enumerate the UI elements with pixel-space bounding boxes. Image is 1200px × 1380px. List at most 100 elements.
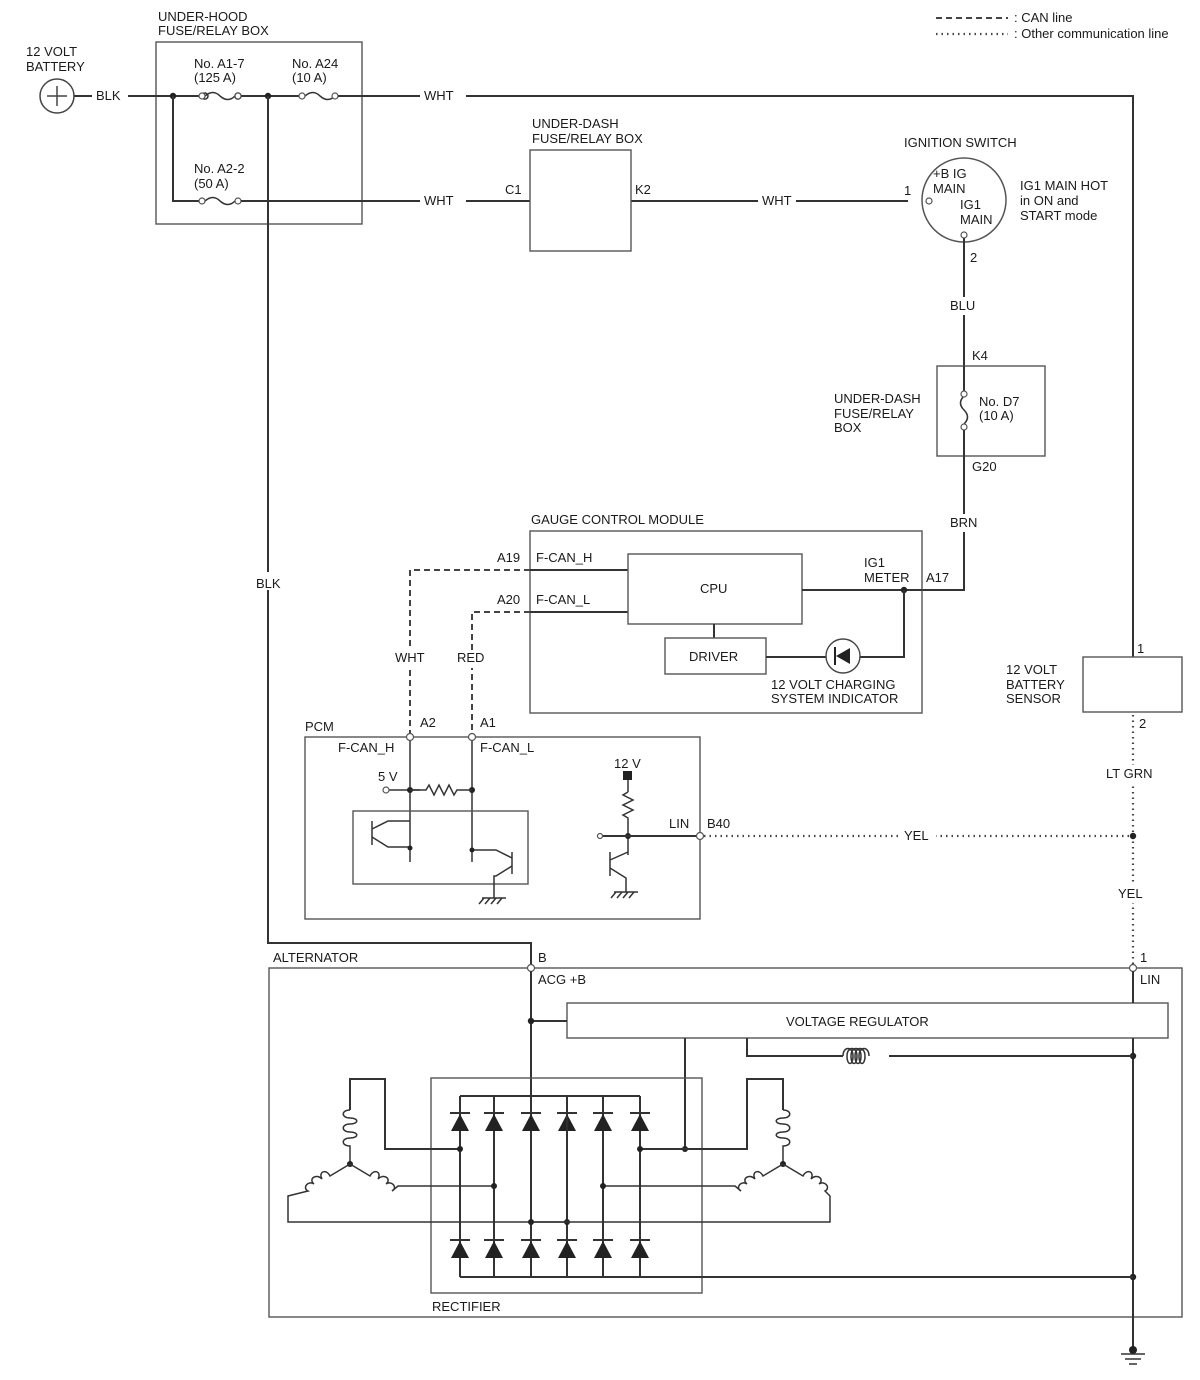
battery-sensor-pin-2: 2 xyxy=(1139,716,1146,731)
underhood-title-2: FUSE/RELAY BOX xyxy=(158,23,269,38)
ignition-term-1 xyxy=(925,197,933,205)
underdash-fuse-relay-box-1: WHT UNDER-DASH FUSE/RELAY BOX C1 K2 WHT xyxy=(424,116,908,252)
gauge-box-outline xyxy=(529,530,923,714)
pcm-12v: 12 V xyxy=(614,756,641,771)
ignition-pin-2: 2 xyxy=(970,250,977,265)
fuse-a2-2-label-2: (50 A) xyxy=(194,176,229,191)
battery-sensor-label-2: BATTERY xyxy=(1006,677,1065,692)
wire-brn xyxy=(922,456,965,591)
underhood-title-1: UNDER-HOOD xyxy=(158,9,248,24)
wire-blk-to-alternator xyxy=(267,96,532,967)
fuse-d7-label-2: (10 A) xyxy=(979,408,1014,423)
fuse-a24-term-right xyxy=(331,92,339,100)
fuse-a24-label-2: (10 A) xyxy=(292,70,327,85)
pcm-term-a2 xyxy=(405,732,415,742)
battery-sensor-label-3: SENSOR xyxy=(1006,691,1061,706)
alternator-box-outline xyxy=(268,967,1183,1318)
underdash-fuse-relay-box-2: K4 G20 UNDER-DASH FUSE/RELAY BOX No. D7 … xyxy=(834,348,1046,474)
pcm-transistor-2-collector xyxy=(472,849,513,859)
ignition-pos-1a: +B IG xyxy=(933,166,967,181)
gauge-fcan-h: F-CAN_H xyxy=(536,550,592,565)
can-line-low xyxy=(471,611,530,735)
cpu-label: CPU xyxy=(700,581,727,596)
pcm-transistor-2-emitter xyxy=(493,865,513,898)
fuse-a24-term-left xyxy=(298,92,306,100)
wire-label-ltgrn-bg xyxy=(1104,765,1160,783)
underdash-2-box-outline xyxy=(936,365,1046,457)
battery-sensor-pin-1: 1 xyxy=(1137,641,1144,656)
fuse-a2-2-symbol xyxy=(204,196,236,206)
alternator-title: ALTERNATOR xyxy=(273,950,358,965)
gauge-pin-a20: A20 xyxy=(497,592,520,607)
wire-label-wht-b-bg xyxy=(758,192,796,210)
pcm-transistor-2-node xyxy=(469,847,475,853)
ignition-pin-1: 1 xyxy=(904,183,911,198)
fuse-a2-2-term-left xyxy=(198,197,206,205)
chassis-ground-icon xyxy=(1121,1353,1145,1365)
alternator-term-b xyxy=(526,963,536,973)
stator-winding-left xyxy=(287,1078,570,1225)
underdash-2-title-3: BOX xyxy=(834,420,862,435)
underdash-1-pin-c1: C1 xyxy=(505,182,522,197)
ignition-switch: IGNITION SWITCH +B IG MAIN IG1 MAIN 1 2 … xyxy=(904,135,1108,265)
fuse-a2-2-label-1: No. A2-2 xyxy=(194,161,245,176)
wire-label-red: RED xyxy=(457,650,484,665)
lin-junction xyxy=(1129,832,1137,840)
pcm-can-transceiver xyxy=(352,810,529,885)
fuse-d7-term-bottom xyxy=(960,423,968,431)
wire-wht-to-battery-sensor xyxy=(466,95,1134,657)
pcm-transistor-1-node xyxy=(407,845,413,851)
wire-label-red-bg xyxy=(455,650,491,668)
ignition-pos-1b: MAIN xyxy=(933,181,966,196)
wire-label-blu-bg xyxy=(946,297,982,315)
stator-winding-right xyxy=(528,1078,831,1225)
legend: : CAN line : Other communication line xyxy=(936,10,1169,41)
gauge-title: GAUGE CONTROL MODULE xyxy=(531,512,704,527)
pcm-fcan-l: F-CAN_L xyxy=(480,740,534,755)
fuse-d7-label-1: No. D7 xyxy=(979,394,1019,409)
pcm-lin-pullup-resistor xyxy=(621,791,635,855)
wire-label-wht-b: WHT xyxy=(762,193,792,208)
pcm-title: PCM xyxy=(305,719,334,734)
ignition-pos-2a: IG1 xyxy=(960,197,981,212)
ignition-title: IGNITION SWITCH xyxy=(904,135,1017,150)
pcm-term-a1 xyxy=(467,732,477,742)
wire-label-brn-bg xyxy=(947,514,983,532)
fuse-d7-term-top xyxy=(960,390,968,398)
pcm-5v-term xyxy=(382,786,390,794)
wire-label-blk-battery: BLK xyxy=(96,88,121,103)
wire-a2-2-branch xyxy=(172,96,202,202)
battery-sensor-label-1: 12 VOLT xyxy=(1006,662,1057,677)
wire-label-wht-can: WHT xyxy=(395,650,425,665)
wire-label-wht-top: WHT xyxy=(424,88,454,103)
gauge-pin-a17: A17 xyxy=(926,570,949,585)
alternator-lin-label: LIN xyxy=(1140,972,1160,987)
gauge-ig1-2: METER xyxy=(864,570,910,585)
fuse-a24-symbol xyxy=(304,91,336,101)
wire-label-blk-bg xyxy=(250,572,286,590)
driver-label: DRIVER xyxy=(689,649,738,664)
indicator-feed-wire xyxy=(860,590,905,658)
alternator-acg-label: ACG +B xyxy=(538,972,586,987)
wire-label-blk-vertical: BLK xyxy=(256,576,281,591)
regulator-b-junction xyxy=(527,1017,535,1025)
gauge-ig1-1: IG1 xyxy=(864,555,885,570)
gauge-pin-a19: A19 xyxy=(497,550,520,565)
pcm-lin-ground-icon xyxy=(610,891,638,899)
underdash-1-title-1: UNDER-DASH xyxy=(532,116,619,131)
underdash-1-pin-k2: K2 xyxy=(635,182,651,197)
pcm-fcan-h: F-CAN_H xyxy=(338,740,394,755)
indicator-label-2: SYSTEM INDICATOR xyxy=(771,691,898,706)
wire-label-yel-vertical: YEL xyxy=(1118,886,1143,901)
battery-label-1: 12 VOLT xyxy=(26,44,77,59)
ignition-note-2: in ON and xyxy=(1020,193,1079,208)
pcm-transistor-1-collector xyxy=(371,820,410,830)
wire-label-wht-can-bg xyxy=(392,650,430,668)
fuse-d7-symbol xyxy=(959,395,969,425)
battery: 12 VOLT BATTERY BLK xyxy=(26,44,121,114)
wire-label-yel-h-bg xyxy=(900,826,936,844)
field-coil-wire-a xyxy=(746,1038,843,1057)
wire-label-blu: BLU xyxy=(950,298,975,313)
alternator-term-lin xyxy=(1128,963,1138,973)
